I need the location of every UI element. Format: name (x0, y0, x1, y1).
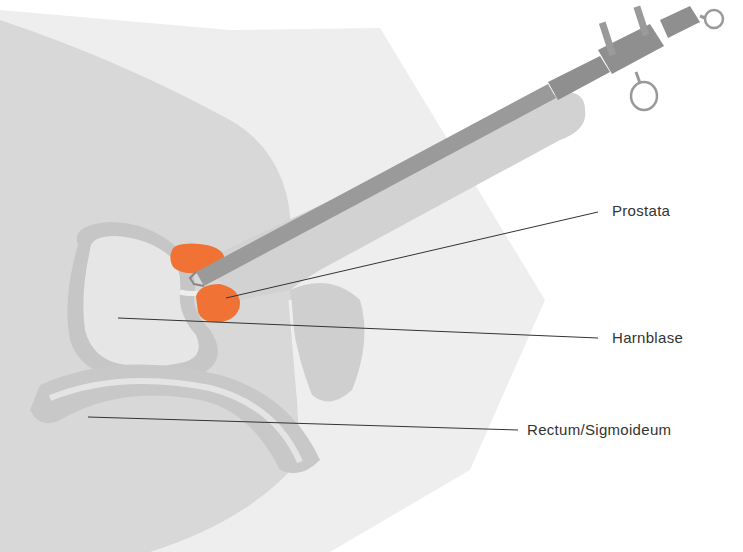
scope-ring (705, 10, 723, 28)
part-label: Harnblase (612, 329, 683, 347)
scope-valve (599, 22, 616, 56)
scrotum (290, 283, 365, 401)
scope-valve (634, 5, 650, 36)
rectum-wall (30, 365, 320, 474)
scope-handle (548, 56, 610, 100)
leader-line (226, 212, 598, 298)
rectum-lumen (50, 381, 300, 462)
scrotum-septum (290, 300, 298, 395)
scope-eyepiece (660, 6, 700, 38)
leader-line (118, 318, 598, 338)
scope-tip (190, 272, 204, 286)
scope-ring (631, 82, 657, 110)
part-label: Prostata (612, 202, 670, 220)
part-label: Rectum/Sigmoideum (527, 421, 671, 439)
leader-line (88, 417, 518, 430)
scope-connector (636, 72, 640, 83)
scope-connector (700, 16, 705, 18)
prostate-lower (196, 284, 240, 322)
penis-shaft (200, 92, 585, 300)
scope-shaft (196, 84, 556, 286)
